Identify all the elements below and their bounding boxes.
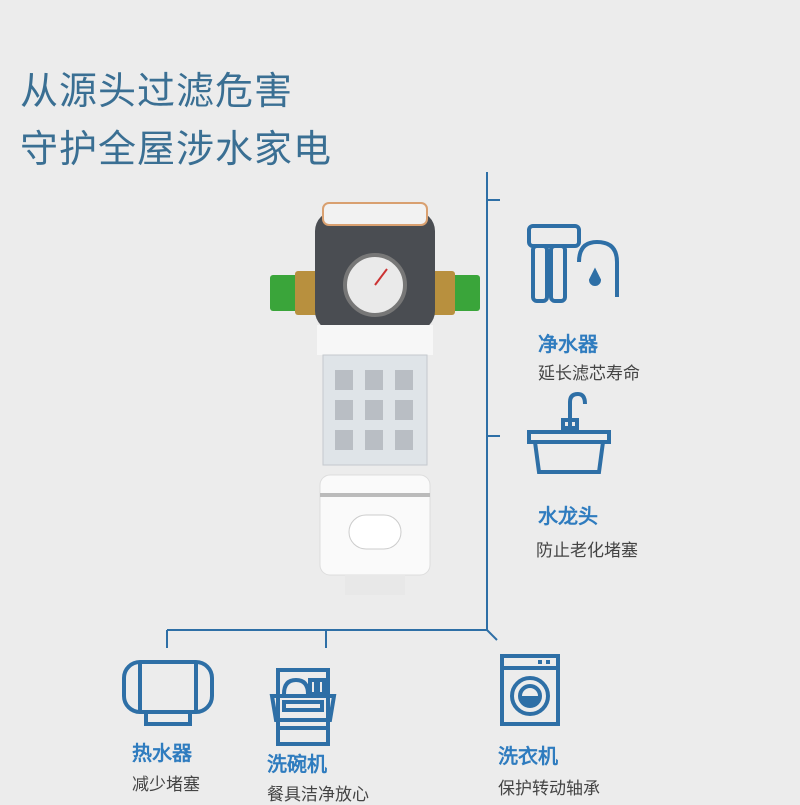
appliance-benefit: 保护转动轴承: [498, 779, 600, 799]
faucet-icon: [527, 391, 611, 474]
water-heater-icon: [122, 660, 214, 726]
headline-line-1: 从源头过滤危害: [20, 69, 294, 113]
appliance-benefit: 减少堵塞: [132, 775, 200, 795]
pre-filter-product-image: [270, 202, 480, 595]
water-purifier-icon: [527, 224, 619, 303]
appliance-name: 洗碗机: [267, 752, 327, 776]
appliance-benefit: 防止老化堵塞: [536, 541, 638, 561]
appliance-name: 洗衣机: [498, 744, 558, 768]
appliance-name: 净水器: [538, 332, 598, 356]
dishwasher-icon: [269, 668, 337, 746]
appliance-benefit: 餐具洁净放心: [267, 785, 369, 805]
headline-line-2: 守护全屋涉水家电: [20, 127, 333, 171]
appliance-benefit: 延长滤芯寿命: [538, 364, 640, 384]
washing-machine-icon: [500, 654, 560, 726]
appliance-name: 热水器: [132, 741, 192, 765]
appliance-name: 水龙头: [538, 504, 598, 528]
